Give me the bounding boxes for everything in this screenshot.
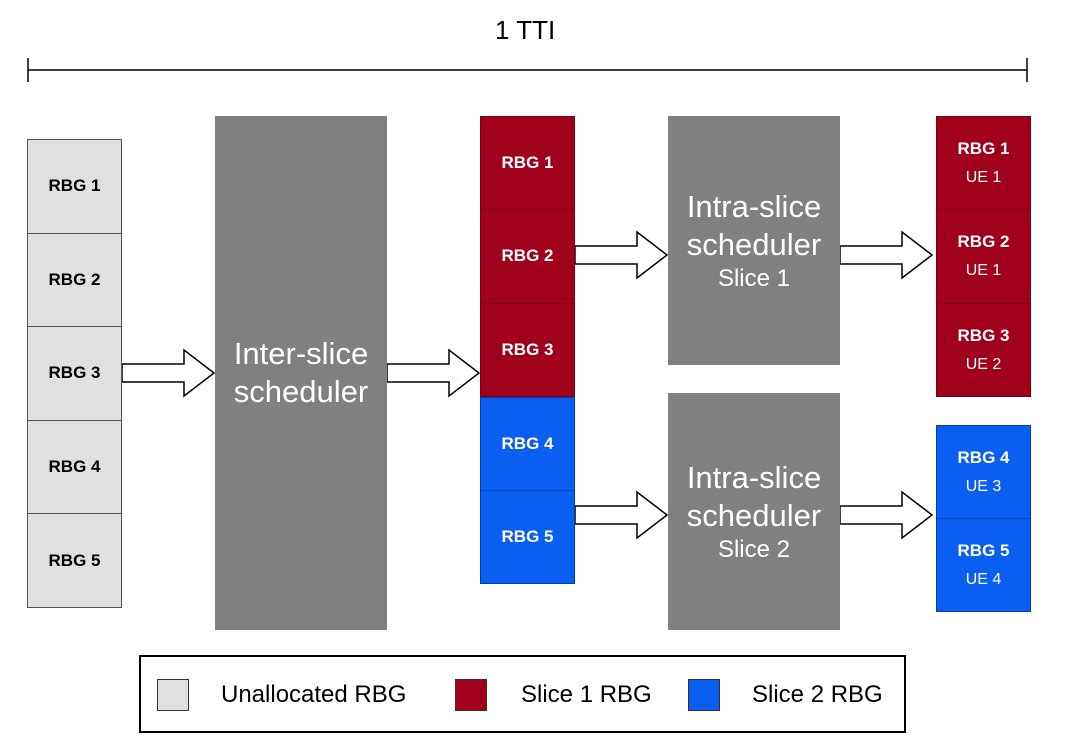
arrow-icon-input-to-inter <box>121 348 216 398</box>
slice1-allocated-column: RBG 1 RBG 2 RBG 3 <box>480 116 575 397</box>
inter-scheduler-line2: scheduler <box>233 374 369 409</box>
allocated-rbg-4: RBG 4 <box>481 398 574 491</box>
output-rbg-label: RBG 4 <box>957 448 1010 467</box>
input-rbg-4: RBG 4 <box>28 421 121 515</box>
arrow-icon-alloc-to-intra1 <box>574 230 669 280</box>
intra1-line2: scheduler <box>686 226 822 262</box>
legend-swatch-slice1 <box>455 679 487 711</box>
output-ue-label: UE 4 <box>965 571 1002 588</box>
legend-label-slice1: Slice 1 RBG <box>521 681 652 708</box>
allocated-rbg-1: RBG 1 <box>481 117 574 211</box>
intra-slice-scheduler-2: Intra-slice scheduler Slice 2 <box>668 393 840 630</box>
arrow-icon-intra1-to-output <box>839 230 934 280</box>
legend-label-unallocated: Unallocated RBG <box>221 681 407 708</box>
intra1-line1: Intra-slice <box>686 189 822 225</box>
legend-label-slice2: Slice 2 RBG <box>752 681 883 708</box>
output-cell-1: RBG 1 UE 1 <box>937 117 1030 211</box>
output-cell-3: RBG 3 UE 2 <box>937 304 1030 396</box>
intra2-line1: Intra-slice <box>686 460 822 496</box>
inter-scheduler-line1: Inter-slice <box>233 336 369 372</box>
legend: Unallocated RBG Slice 1 RBG Slice 2 RBG <box>139 655 906 733</box>
intra-slice-scheduler-1: Intra-slice scheduler Slice 1 <box>668 116 840 365</box>
input-rbg-3: RBG 3 <box>28 327 121 421</box>
output-ue-label: UE 1 <box>965 169 1002 187</box>
slice2-output-column: RBG 4 UE 3 RBG 5 UE 4 <box>936 425 1031 612</box>
output-rbg-label: RBG 3 <box>957 325 1010 345</box>
output-rbg-label: RBG 5 <box>957 541 1010 560</box>
intra1-slice-label: Slice 1 <box>717 264 791 292</box>
slice2-allocated-column: RBG 4 RBG 5 <box>480 397 575 584</box>
slice1-output-column: RBG 1 UE 1 RBG 2 UE 1 RBG 3 UE 2 <box>936 116 1031 397</box>
output-rbg-label: RBG 2 <box>957 232 1010 252</box>
output-cell-5: RBG 5 UE 4 <box>937 519 1030 611</box>
allocated-rbg-3: RBG 3 <box>501 339 554 359</box>
output-ue-label: UE 2 <box>965 355 1002 373</box>
allocated-rbg-5: RBG 5 <box>501 527 554 546</box>
allocated-rbg-2: RBG 2 <box>481 210 574 304</box>
inter-slice-scheduler: Inter-slice scheduler <box>215 116 387 630</box>
output-ue-label: UE 1 <box>965 262 1002 280</box>
output-cell-2: RBG 2 UE 1 <box>937 210 1030 304</box>
arrow-icon-intra2-to-output <box>839 490 934 540</box>
input-rbg-2: RBG 2 <box>28 234 121 328</box>
output-ue-label: UE 3 <box>965 478 1002 495</box>
tti-span-line <box>27 58 1028 82</box>
output-rbg-label: RBG 1 <box>957 139 1010 159</box>
input-rbg-column: RBG 1 RBG 2 RBG 3 RBG 4 RBG 5 <box>27 139 122 608</box>
tti-title: 1 TTI <box>495 15 556 45</box>
arrow-icon-inter-to-alloc <box>386 348 481 398</box>
intra2-slice-label: Slice 2 <box>717 535 791 563</box>
legend-swatch-unallocated <box>157 679 189 711</box>
output-cell-4: RBG 4 UE 3 <box>937 426 1030 519</box>
input-rbg-1: RBG 1 <box>28 140 121 234</box>
intra2-line2: scheduler <box>686 497 822 533</box>
arrow-icon-alloc-to-intra2 <box>574 490 669 540</box>
input-rbg-5: RBG 5 <box>48 550 101 570</box>
legend-swatch-slice2 <box>688 679 720 711</box>
